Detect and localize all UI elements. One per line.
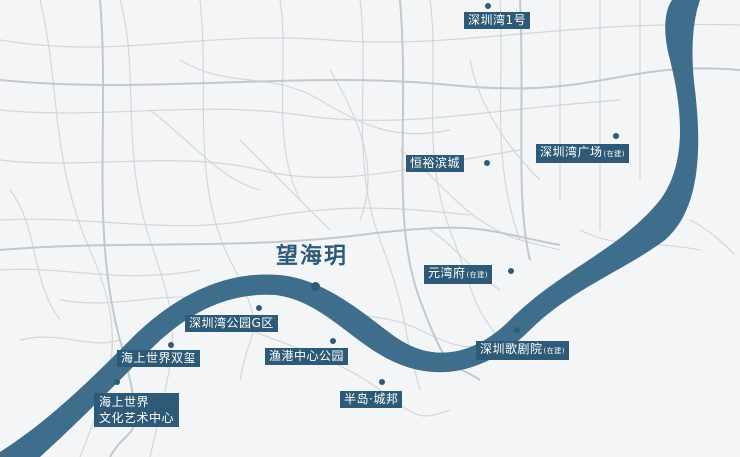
poi-label-line1: 海上世界 — [99, 395, 150, 409]
poi-label: 半岛·城邦 — [340, 391, 403, 408]
poi-label: 渔港中心公园 — [265, 348, 349, 365]
featured-location-marker[interactable] — [311, 282, 320, 291]
poi-marker[interactable] — [379, 379, 385, 385]
poi-marker[interactable] — [514, 327, 520, 333]
poi-label-line2: 文化艺术中心 — [99, 411, 175, 425]
poi-label: 深圳湾公园G区 — [185, 315, 278, 332]
poi-marker[interactable] — [613, 133, 619, 139]
poi-label: 深圳湾1号 — [464, 12, 531, 29]
poi-label: 元湾府(在建) — [424, 265, 492, 284]
poi-label: 恒裕滨城 — [406, 155, 465, 172]
poi-marker[interactable] — [508, 268, 514, 274]
poi-label: 海上世界 文化艺术中心 — [94, 393, 180, 427]
poi-label: 深圳湾广场(在建) — [536, 144, 629, 163]
poi-marker[interactable] — [485, 3, 491, 9]
river — [0, 0, 700, 457]
poi-label: 深圳歌剧院(在建) — [476, 341, 569, 360]
poi-marker[interactable] — [256, 305, 262, 311]
poi-marker[interactable] — [168, 342, 174, 348]
poi-label: 海上世界双玺 — [117, 350, 201, 367]
poi-marker[interactable] — [114, 379, 120, 385]
poi-marker[interactable] — [330, 338, 336, 344]
poi-marker[interactable] — [484, 160, 490, 166]
featured-location-label: 望海玥 — [276, 244, 349, 269]
